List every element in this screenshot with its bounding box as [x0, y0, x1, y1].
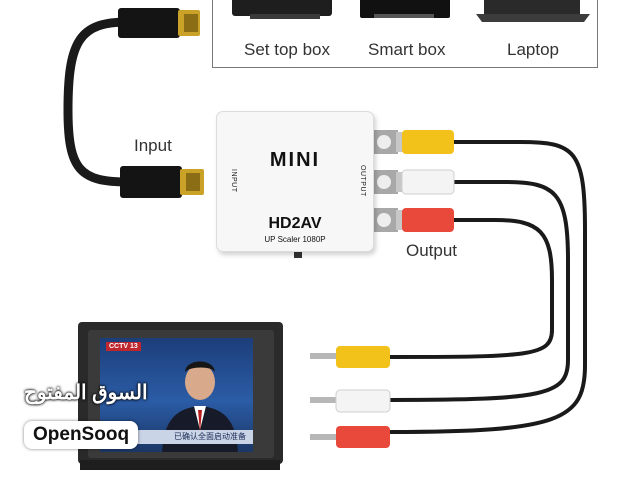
input-label: Input [134, 136, 172, 155]
rca-cable-red [389, 218, 554, 359]
hdmi-cable [63, 17, 133, 187]
hdmi-plug-bottom [120, 166, 204, 198]
rca-plug-white-top [396, 169, 455, 195]
laptop-icon [476, 0, 590, 22]
power-port [294, 252, 302, 258]
converter-output-port-label: OUTPUT [359, 165, 366, 197]
rca-plug-yellow-top [396, 130, 454, 154]
opensooq-arabic-watermark: السوق المفتوح [24, 382, 148, 404]
rca-cable-yellow [389, 140, 587, 434]
rca-plug-yellow-bottom [310, 346, 390, 368]
rca-plug-red-bottom [310, 426, 390, 448]
output-label: Output [406, 241, 458, 260]
tv-channel-logo: CCTV 13 [106, 342, 141, 351]
rca-plug-white-bottom [310, 389, 391, 413]
hdmi-plug-top [118, 8, 200, 38]
device-label-smart-box: Smart box [368, 40, 446, 59]
rca-socket-yellow [372, 130, 398, 154]
tv-screen: CCTV 13 已确认全面启动准备 [100, 338, 253, 452]
set-top-box-icon [232, 0, 332, 19]
opensooq-logo: OpenSooq [24, 421, 139, 449]
device-label-laptop: Laptop [507, 40, 559, 59]
hd2av-converter: MINI HD2AV UP Scaler 1080P INPUT OUTPUT [216, 111, 374, 252]
smart-box-icon [360, 0, 450, 18]
rca-cable-white [389, 180, 570, 402]
source-devices-frame [212, 0, 598, 68]
converter-subtitle: UP Scaler 1080P [264, 235, 326, 244]
rca-socket-red [372, 208, 398, 232]
converter-brand: MINI [269, 149, 321, 171]
converter-input-port-label: INPUT [230, 169, 237, 193]
device-label-set-top-box: Set top box [244, 40, 331, 59]
tv-news-ticker: 已确认全面启动准备 [100, 430, 253, 444]
rca-socket-white [372, 170, 398, 194]
rca-plug-red-top [396, 208, 454, 232]
converter-model: HD2AV [268, 215, 322, 232]
